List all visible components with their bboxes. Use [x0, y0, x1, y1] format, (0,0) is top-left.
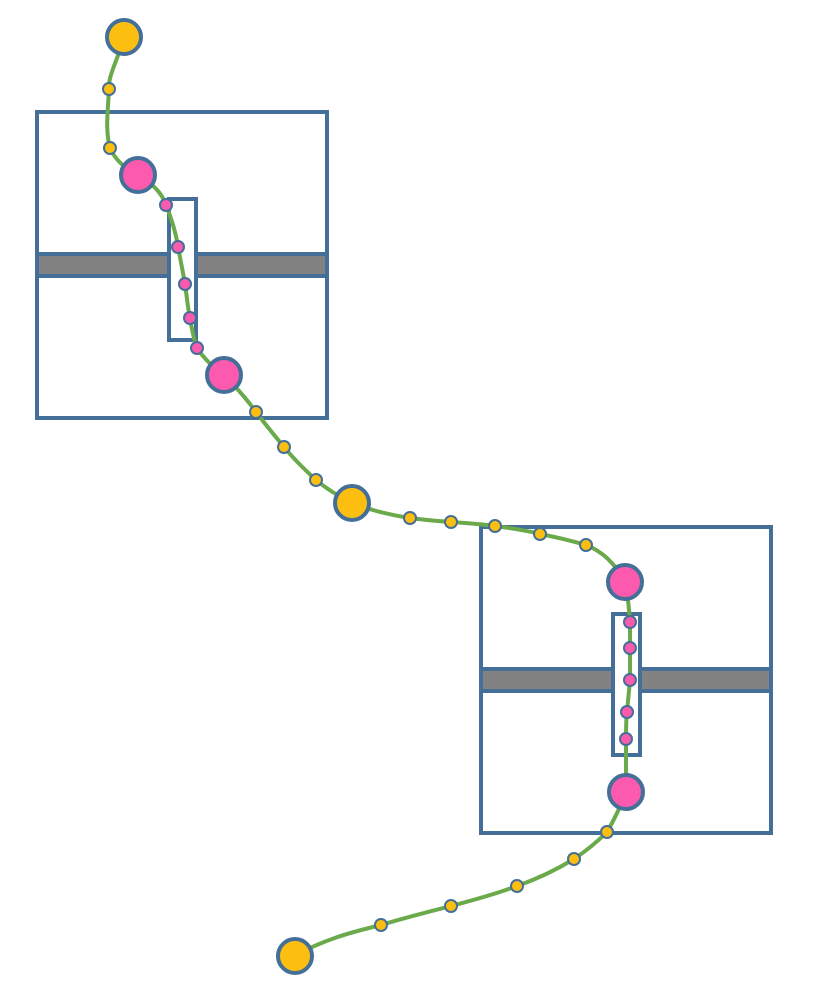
small-waypoint: [510, 879, 524, 893]
small-gate-points: [159, 198, 637, 746]
small-waypoints: [102, 82, 614, 932]
small-gate-point: [623, 673, 637, 687]
small-waypoint: [102, 82, 116, 96]
gate-exit-point: [205, 356, 243, 394]
gate-region-1-wall-right: [194, 252, 329, 278]
major-waypoints: [105, 18, 371, 975]
gate-entry-point: [606, 563, 644, 601]
small-waypoint: [488, 519, 502, 533]
small-waypoint: [533, 527, 547, 541]
small-waypoint: [444, 899, 458, 913]
small-waypoint: [249, 405, 263, 419]
small-gate-point: [623, 615, 637, 629]
end-waypoint: [276, 937, 314, 975]
small-waypoint: [579, 538, 593, 552]
gate-region-1-wall-left: [35, 252, 171, 278]
gate-region-1: [35, 110, 329, 420]
small-waypoint: [374, 918, 388, 932]
gate-region-2: [479, 525, 773, 835]
small-waypoint: [309, 473, 323, 487]
gate-region-1-opening: [167, 197, 198, 342]
small-gate-point: [619, 732, 633, 746]
small-waypoint: [567, 852, 581, 866]
small-gate-point: [620, 705, 634, 719]
large-gate-points: [119, 156, 645, 811]
gate-region-2-wall-left: [479, 667, 615, 693]
gate-region-2-wall-right: [638, 667, 773, 693]
small-gate-point: [178, 277, 192, 291]
small-waypoint: [444, 515, 458, 529]
start-waypoint: [105, 18, 143, 56]
small-waypoint: [103, 141, 117, 155]
small-waypoint: [277, 440, 291, 454]
small-gate-point: [623, 641, 637, 655]
small-gate-point: [171, 240, 185, 254]
gate-entry-point: [119, 156, 157, 194]
small-gate-point: [183, 311, 197, 325]
gate-exit-point: [607, 773, 645, 811]
small-waypoint: [403, 511, 417, 525]
middle-waypoint: [333, 484, 371, 522]
small-gate-point: [159, 198, 173, 212]
small-gate-point: [190, 341, 204, 355]
small-waypoint: [600, 825, 614, 839]
